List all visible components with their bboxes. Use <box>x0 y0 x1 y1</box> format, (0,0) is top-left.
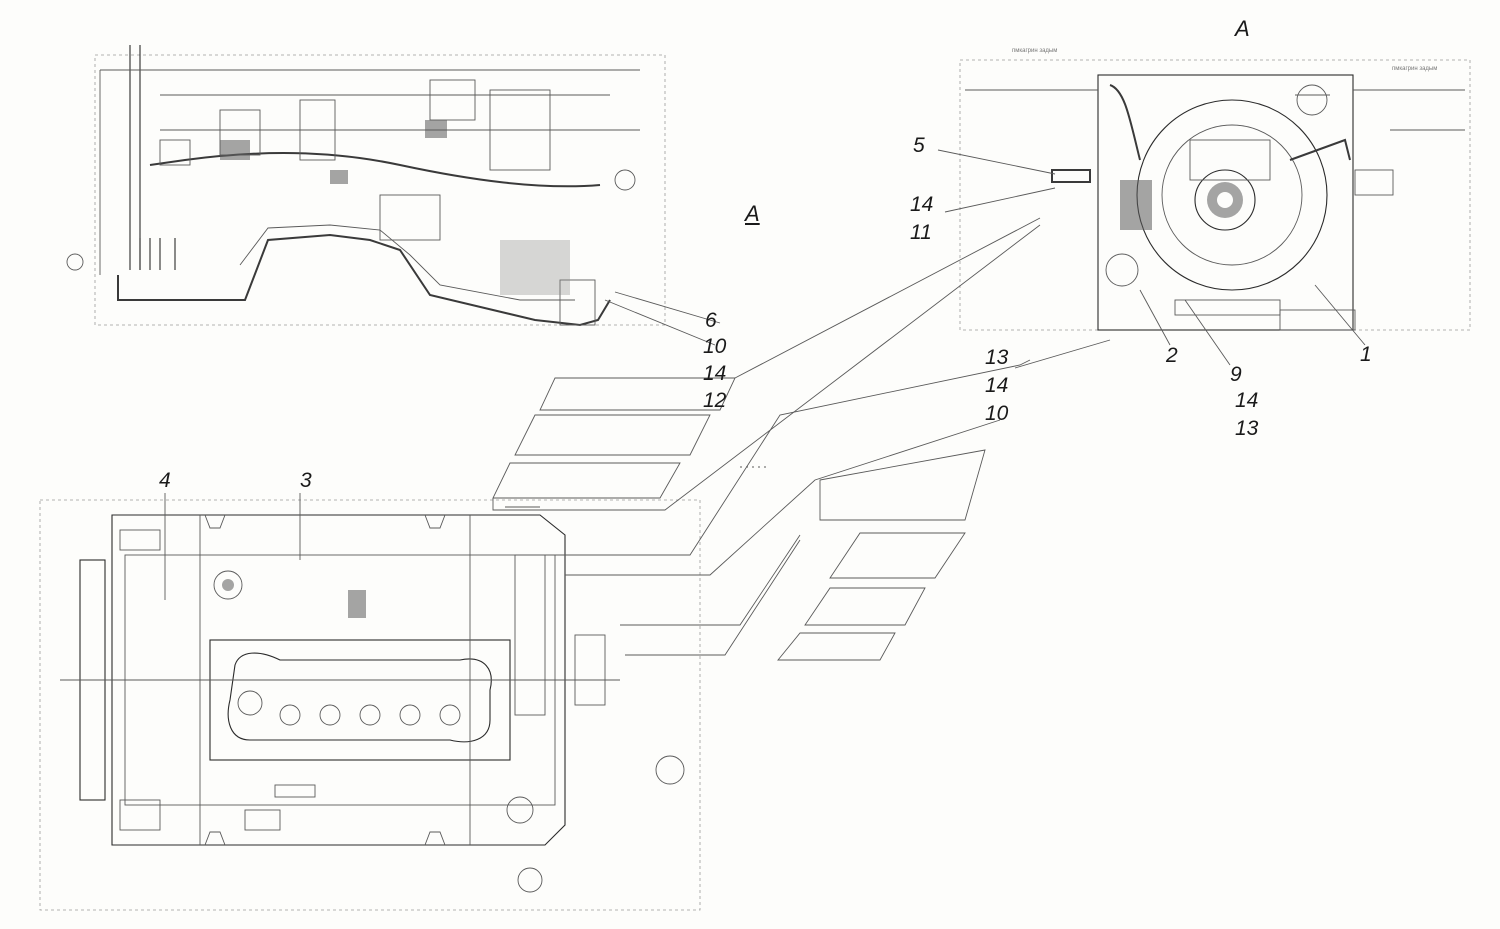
view-label-section: A <box>745 201 760 226</box>
callout-14-lower-right: 14 <box>1235 389 1259 412</box>
callout-leaders <box>492 217 1041 661</box>
callout-2: 2 <box>1166 344 1178 367</box>
view-label-top: A <box>1235 16 1250 41</box>
callout-14-mid: 14 <box>985 374 1009 397</box>
callout-3: 3 <box>300 469 312 492</box>
callout-6: 6 <box>705 309 717 332</box>
side-view-drawing <box>66 45 721 346</box>
callout-10-mid: 10 <box>985 402 1009 425</box>
callout-11: 11 <box>910 221 932 244</box>
view-note-left: пмкагрин задым <box>1012 48 1058 54</box>
plan-view-drawing <box>39 493 701 911</box>
callout-10-left: 10 <box>703 335 727 358</box>
view-a-drawing <box>937 59 1471 369</box>
view-note-right: пмкагрин задым <box>1392 66 1438 72</box>
callout-13-mid: 13 <box>985 346 1009 369</box>
callout-14-left: 14 <box>703 362 727 385</box>
callout-4: 4 <box>159 469 171 492</box>
callout-1: 1 <box>1360 343 1372 366</box>
callout-9: 9 <box>1230 363 1242 386</box>
callout-13-lower-right: 13 <box>1235 417 1259 440</box>
callout-12: 12 <box>703 389 727 412</box>
callout-5: 5 <box>913 134 925 157</box>
callout-14-view-a: 14 <box>910 193 934 216</box>
